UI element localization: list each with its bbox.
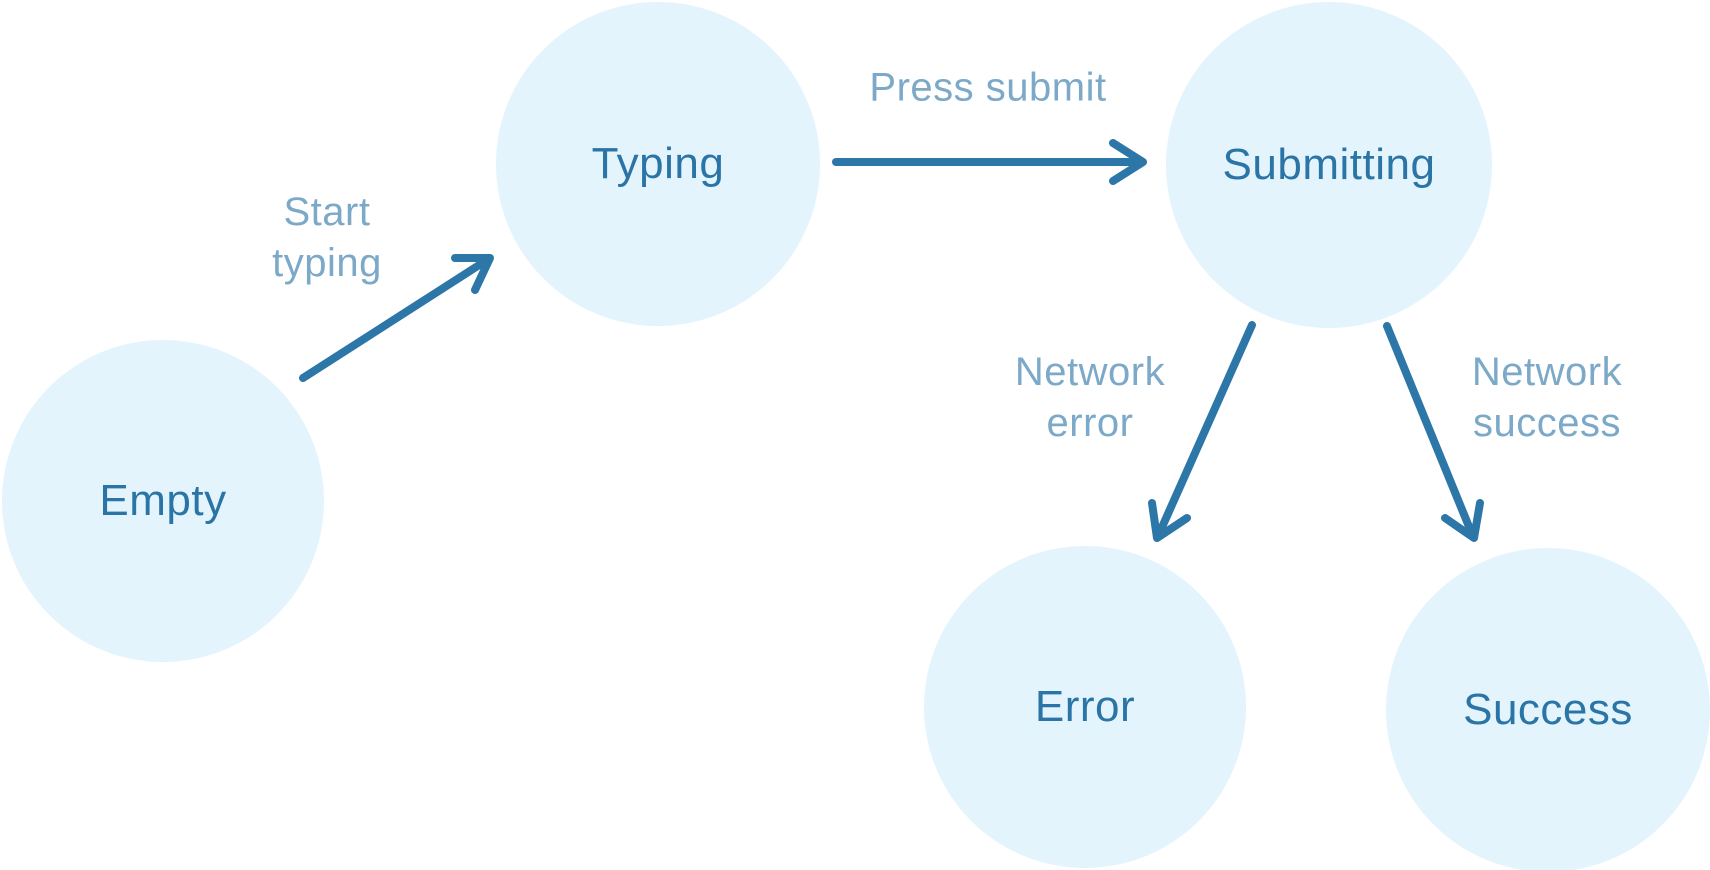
arrow-submitting-to-success <box>1383 322 1484 542</box>
arrow-submitting-to-error <box>1148 321 1256 542</box>
arrow-shaft <box>1155 321 1256 538</box>
arrow-head-icon <box>1109 139 1147 185</box>
state-node-error: Error <box>924 546 1246 868</box>
edge-label-start-typing: Start typing <box>272 190 382 285</box>
state-node-submitting: Submitting <box>1166 2 1492 328</box>
arrow-head-icon <box>1441 499 1484 542</box>
state-label-error: Error <box>1034 682 1136 731</box>
arrow-shaft <box>1383 322 1476 538</box>
state-node-typing: Typing <box>496 2 820 326</box>
state-label-submitting: Submitting <box>1222 140 1436 189</box>
state-node-success: Success <box>1386 548 1710 870</box>
arrow-typing-to-submitting <box>832 139 1147 185</box>
edge-label-network-success: Network success <box>1471 350 1623 445</box>
state-label-success: Success <box>1463 685 1633 734</box>
state-node-empty: Empty <box>2 340 324 662</box>
arrow-head-icon <box>1148 499 1191 542</box>
edge-label-network-error: Network error <box>1014 350 1166 445</box>
state-label-typing: Typing <box>591 139 725 188</box>
edge-label-press-submit: Press submit <box>869 65 1107 110</box>
arrow-head-icon <box>451 254 494 294</box>
state-label-empty: Empty <box>99 476 227 525</box>
